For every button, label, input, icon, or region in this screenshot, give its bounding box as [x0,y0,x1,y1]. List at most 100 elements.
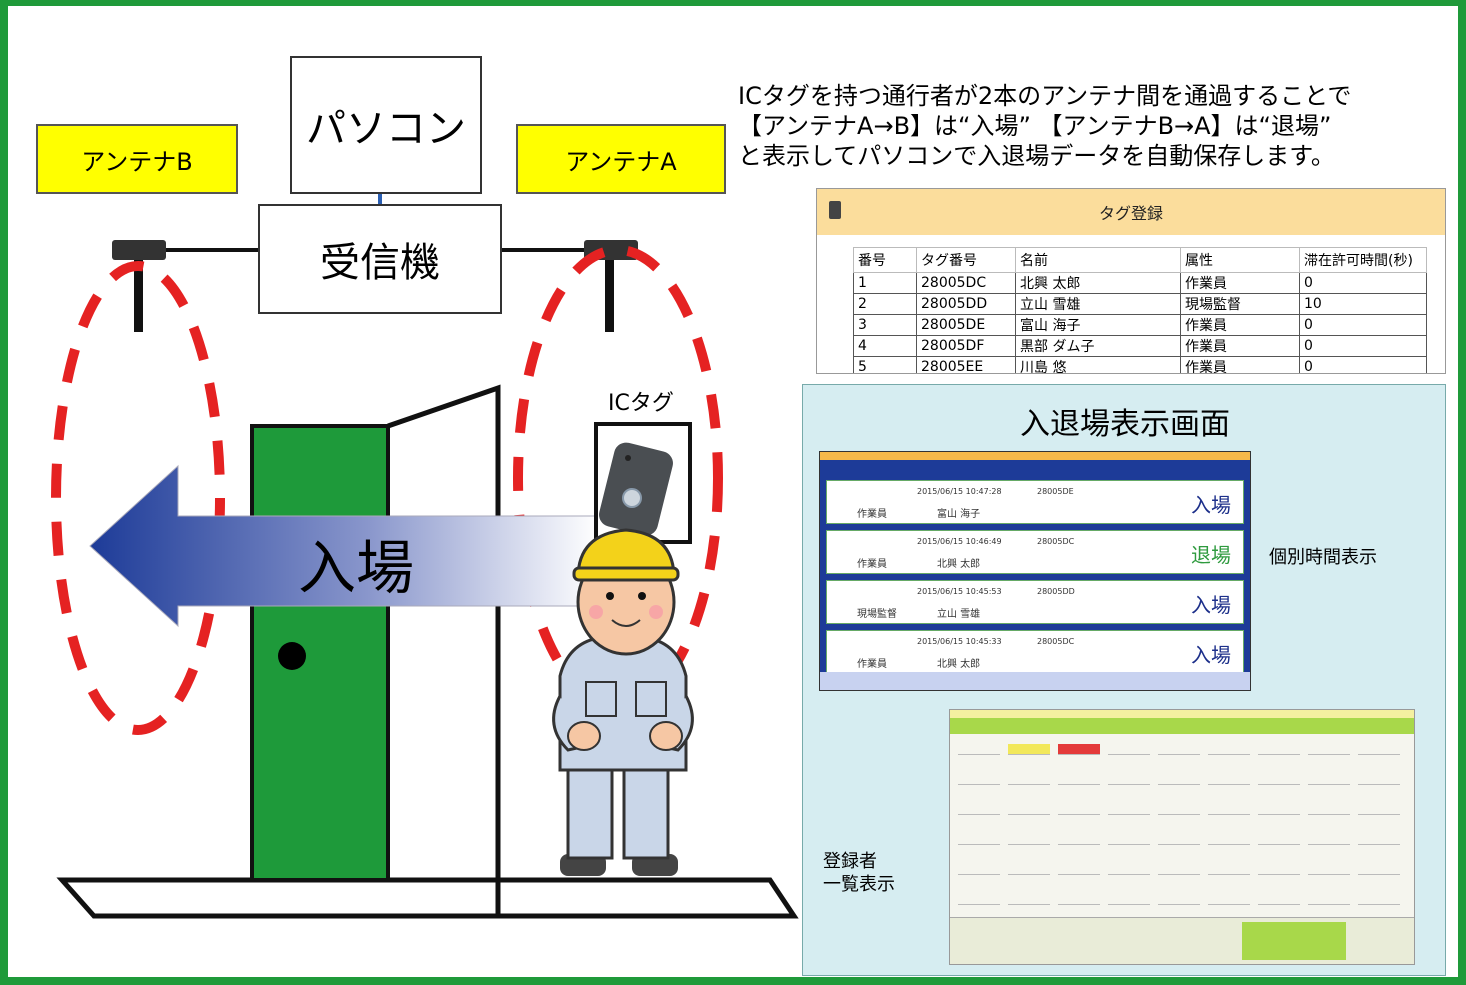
table-cell: 作業員 [1180,272,1300,294]
registrant-cell [1058,864,1100,875]
registrant-cell [958,744,1000,755]
registrant-cell [1258,894,1300,905]
registrant-cell [1258,864,1300,875]
registrant-cell [1158,864,1200,875]
registrant-cell [1108,834,1150,845]
antenna-a-field [513,245,723,711]
registrant-cell [1258,804,1300,815]
entry-attribute: 作業員 [857,559,887,570]
registrant-cell [1158,834,1200,845]
registrant-cell [1208,834,1250,845]
registrant-cell [1258,744,1300,755]
lwin-header [950,718,1414,734]
description-text: ICタグを持つ通行者が2本のアンテナ間を通過することで 【アンテナA→B】は“入… [738,81,1458,171]
table-cell: 10 [1299,293,1427,315]
entry-time: 2015/06/15 10:45:53 [917,587,1002,596]
registrant-cell [1258,774,1300,785]
table-cell: 2 [853,293,917,315]
table-cell: 作業員 [1180,335,1300,357]
tag-window-titlebar: タグ登録 [817,189,1445,235]
registrant-cell [1008,834,1050,845]
tag-window-title: タグ登録 [1098,204,1163,223]
registrant-cell [1308,804,1350,815]
registrant-cell [1108,894,1150,905]
lwin-footer-status [1242,922,1346,960]
description-line-3: と表示してパソコンで入退場データを自動保存します。 [738,142,1335,170]
registrant-cell [1058,804,1100,815]
entry-arrow-label: 入場 [298,534,415,602]
entry-attribute: 作業員 [857,509,887,520]
entry-name: 立山 雪雄 [937,609,981,620]
scene-drawing [51,6,1350,919]
table-cell: 4 [853,335,917,357]
ewin-titlebar [820,452,1250,460]
registrant-cell [1308,774,1350,785]
registrant-cell [958,864,1000,875]
registrant-cell [1308,864,1350,875]
door-knob [278,642,306,670]
entry-row: 2015/06/15 10:45:53 28005DD 現場監督 立山 雪雄 入場 [826,580,1244,624]
entry-time: 2015/06/15 10:46:49 [917,537,1002,546]
registrant-cell [1108,774,1150,785]
ewin-footer [820,672,1250,690]
table-cell: 0 [1299,335,1427,357]
lwin-footer [950,917,1414,964]
antenna-b-label: アンテナB [81,147,193,176]
entry-name: 北興 太郎 [937,559,981,570]
registrant-cell [1208,804,1250,815]
receiver-label: 受信機 [320,240,440,286]
registrant-cell [1058,774,1100,785]
registrant-cell [1358,864,1400,875]
registrant-cell [1108,804,1150,815]
table-cell: 0 [1299,272,1427,294]
table-cell: 28005DD [916,293,1016,315]
entry-tag: 28005DC [1037,537,1075,546]
antenna-b-pole [112,240,166,332]
registrant-list-window [949,709,1415,965]
receiver-box: 受信機 [258,204,502,314]
registrant-cell [1208,774,1250,785]
entry-status: 入場 [1191,593,1231,617]
registrant-cell [1108,864,1150,875]
registrant-cell [1008,894,1050,905]
registrant-cell [958,804,1000,815]
entry-tag: 28005DE [1037,487,1074,496]
antenna-a-box: アンテナA [516,124,726,194]
registrant-cell [1108,744,1150,755]
table-cell: 1 [853,272,917,294]
table-cell: 0 [1299,314,1427,336]
entry-status: 退場 [1191,543,1231,567]
floor [56,877,799,919]
table-cell: 3 [853,314,917,336]
entry-tag: 28005DD [1037,587,1075,596]
description-line-1: ICタグを持つ通行者が2本のアンテナ間を通過することで [738,82,1352,110]
tag-col-header: 名前 [1015,247,1181,273]
entry-attribute: 現場監督 [857,609,897,620]
tag-col-header: 滞在許可時間(秒) [1299,247,1427,273]
registrant-cell [1208,744,1250,755]
registrant-cell [1008,744,1050,755]
registrant-cell [1308,894,1350,905]
registrant-cell [1008,774,1050,785]
registrant-cell [1158,894,1200,905]
table-cell: 作業員 [1180,356,1300,373]
door-panel [250,424,390,882]
worker-figure [552,528,694,876]
entry-row: 2015/06/15 10:46:49 28005DC 作業員 北興 太郎 退場 [826,530,1244,574]
entry-time: 2015/06/15 10:47:28 [917,487,1002,496]
registrant-cell [1308,744,1350,755]
entry-name: 富山 海子 [937,509,981,520]
individual-time-label: 個別時間表示 [1269,547,1377,568]
table-cell: 黒部 ダム子 [1015,335,1181,357]
